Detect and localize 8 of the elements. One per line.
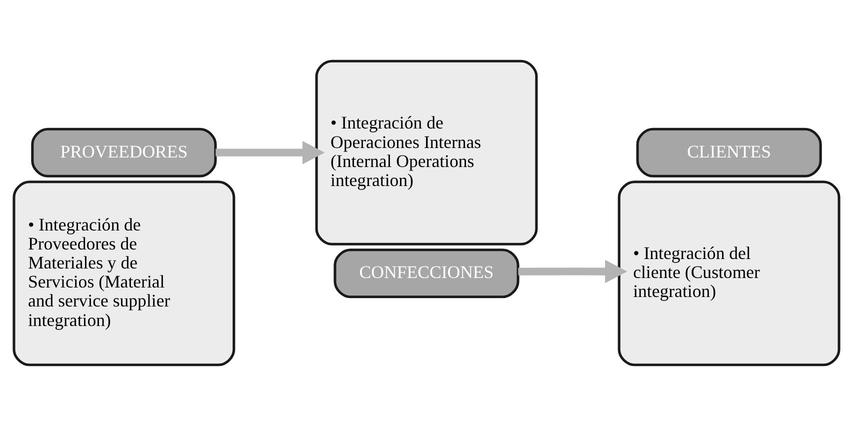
- node-box: PROVEEDORES: [31, 127, 217, 177]
- node-box: • Integración de Operaciones Internas (Internal Operations integration): [315, 59, 538, 245]
- node-box: • Integración del cliente (Customer integration): [618, 180, 840, 366]
- node-box: CLIENTES: [636, 127, 822, 177]
- arrow: [216, 140, 325, 164]
- node-box: • Integración de Proveedores de Materiales y de Servicios (Material and service supplier integration): [12, 180, 236, 366]
- arrow: [518, 259, 628, 283]
- node-box: CONFECCIONES: [334, 248, 520, 298]
